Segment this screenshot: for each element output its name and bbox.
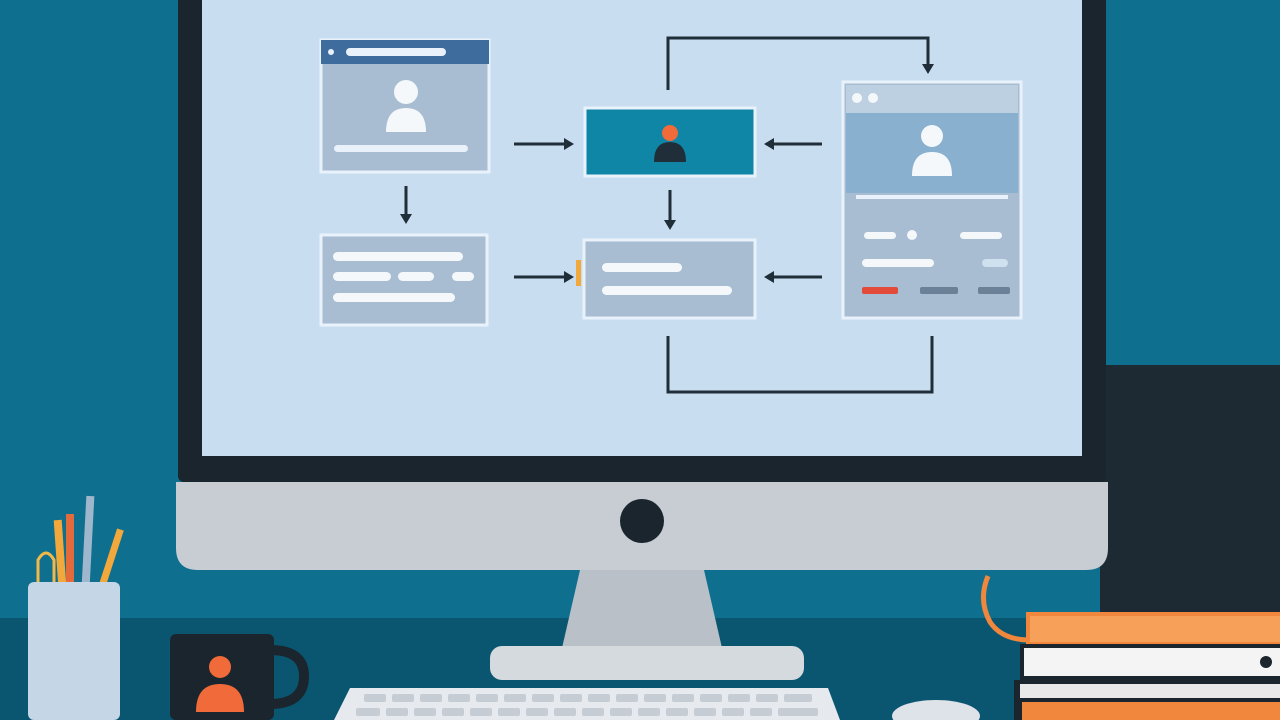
user-icon — [921, 125, 943, 147]
keyboard-keys — [356, 694, 818, 716]
flow-arrows — [404, 36, 934, 394]
arrow-heads — [400, 64, 934, 283]
center-user-node — [583, 106, 757, 178]
pencil-cup — [28, 495, 124, 720]
action-red — [862, 287, 898, 294]
camera-icon — [620, 499, 664, 543]
monitor-base — [490, 646, 804, 680]
user-icon — [209, 656, 231, 678]
mouse — [892, 700, 980, 720]
user-icon — [662, 125, 678, 141]
profile-window-card — [319, 38, 491, 174]
center-text-node — [576, 238, 757, 320]
monitor-stand — [562, 570, 722, 648]
text-list-card — [319, 233, 489, 327]
right-detail-panel — [841, 80, 1023, 320]
book-stack — [981, 575, 1280, 720]
mug — [170, 634, 310, 720]
user-icon — [394, 80, 418, 104]
